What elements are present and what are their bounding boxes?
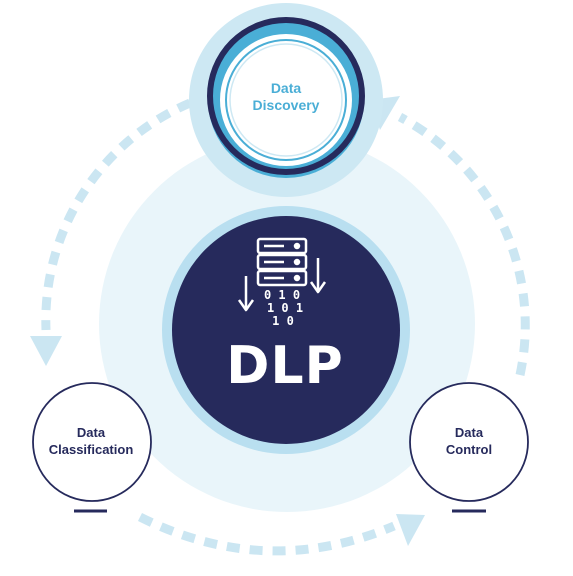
- discovery-label: Data Discovery: [221, 80, 351, 114]
- binary-row-2: 1 0 1: [267, 301, 303, 315]
- discovery-ring-white: [220, 34, 352, 166]
- classification-label: Data Classification: [30, 424, 152, 458]
- arrowhead-control: [396, 514, 425, 546]
- control-node-circle: [409, 382, 529, 502]
- classification-node-circle: [32, 382, 152, 502]
- control-label-line1: Data: [454, 425, 484, 440]
- discovery-ring-inner: [229, 43, 343, 157]
- discovery-label-line2: Discovery: [252, 97, 320, 113]
- cycle-arrow-discovery-to-classification: [41, 98, 192, 331]
- binary-digits: 0 1 0 1 0 1 1 0: [264, 288, 303, 328]
- center-disc: [172, 216, 400, 444]
- discovery-ring-thin: [225, 39, 347, 161]
- classification-label-line1: Data: [76, 425, 106, 440]
- control-label-line2: Control: [445, 442, 493, 457]
- center-title: DLP: [226, 336, 344, 396]
- cycle-arrow-control-to-discovery: [397, 113, 530, 376]
- classification-label-line2: Classification: [48, 442, 134, 457]
- cycle-arrow-classification-to-control: [137, 512, 396, 556]
- binary-row-1: 0 1 0: [264, 288, 300, 302]
- arrowhead-classification: [30, 336, 62, 366]
- control-label: Data Control: [409, 424, 529, 458]
- discovery-label-line1: Data: [270, 80, 302, 96]
- discovery-ring-navy: [207, 17, 366, 175]
- binary-row-3: 1 0: [272, 314, 294, 328]
- server-binary-data-icon: [237, 237, 327, 312]
